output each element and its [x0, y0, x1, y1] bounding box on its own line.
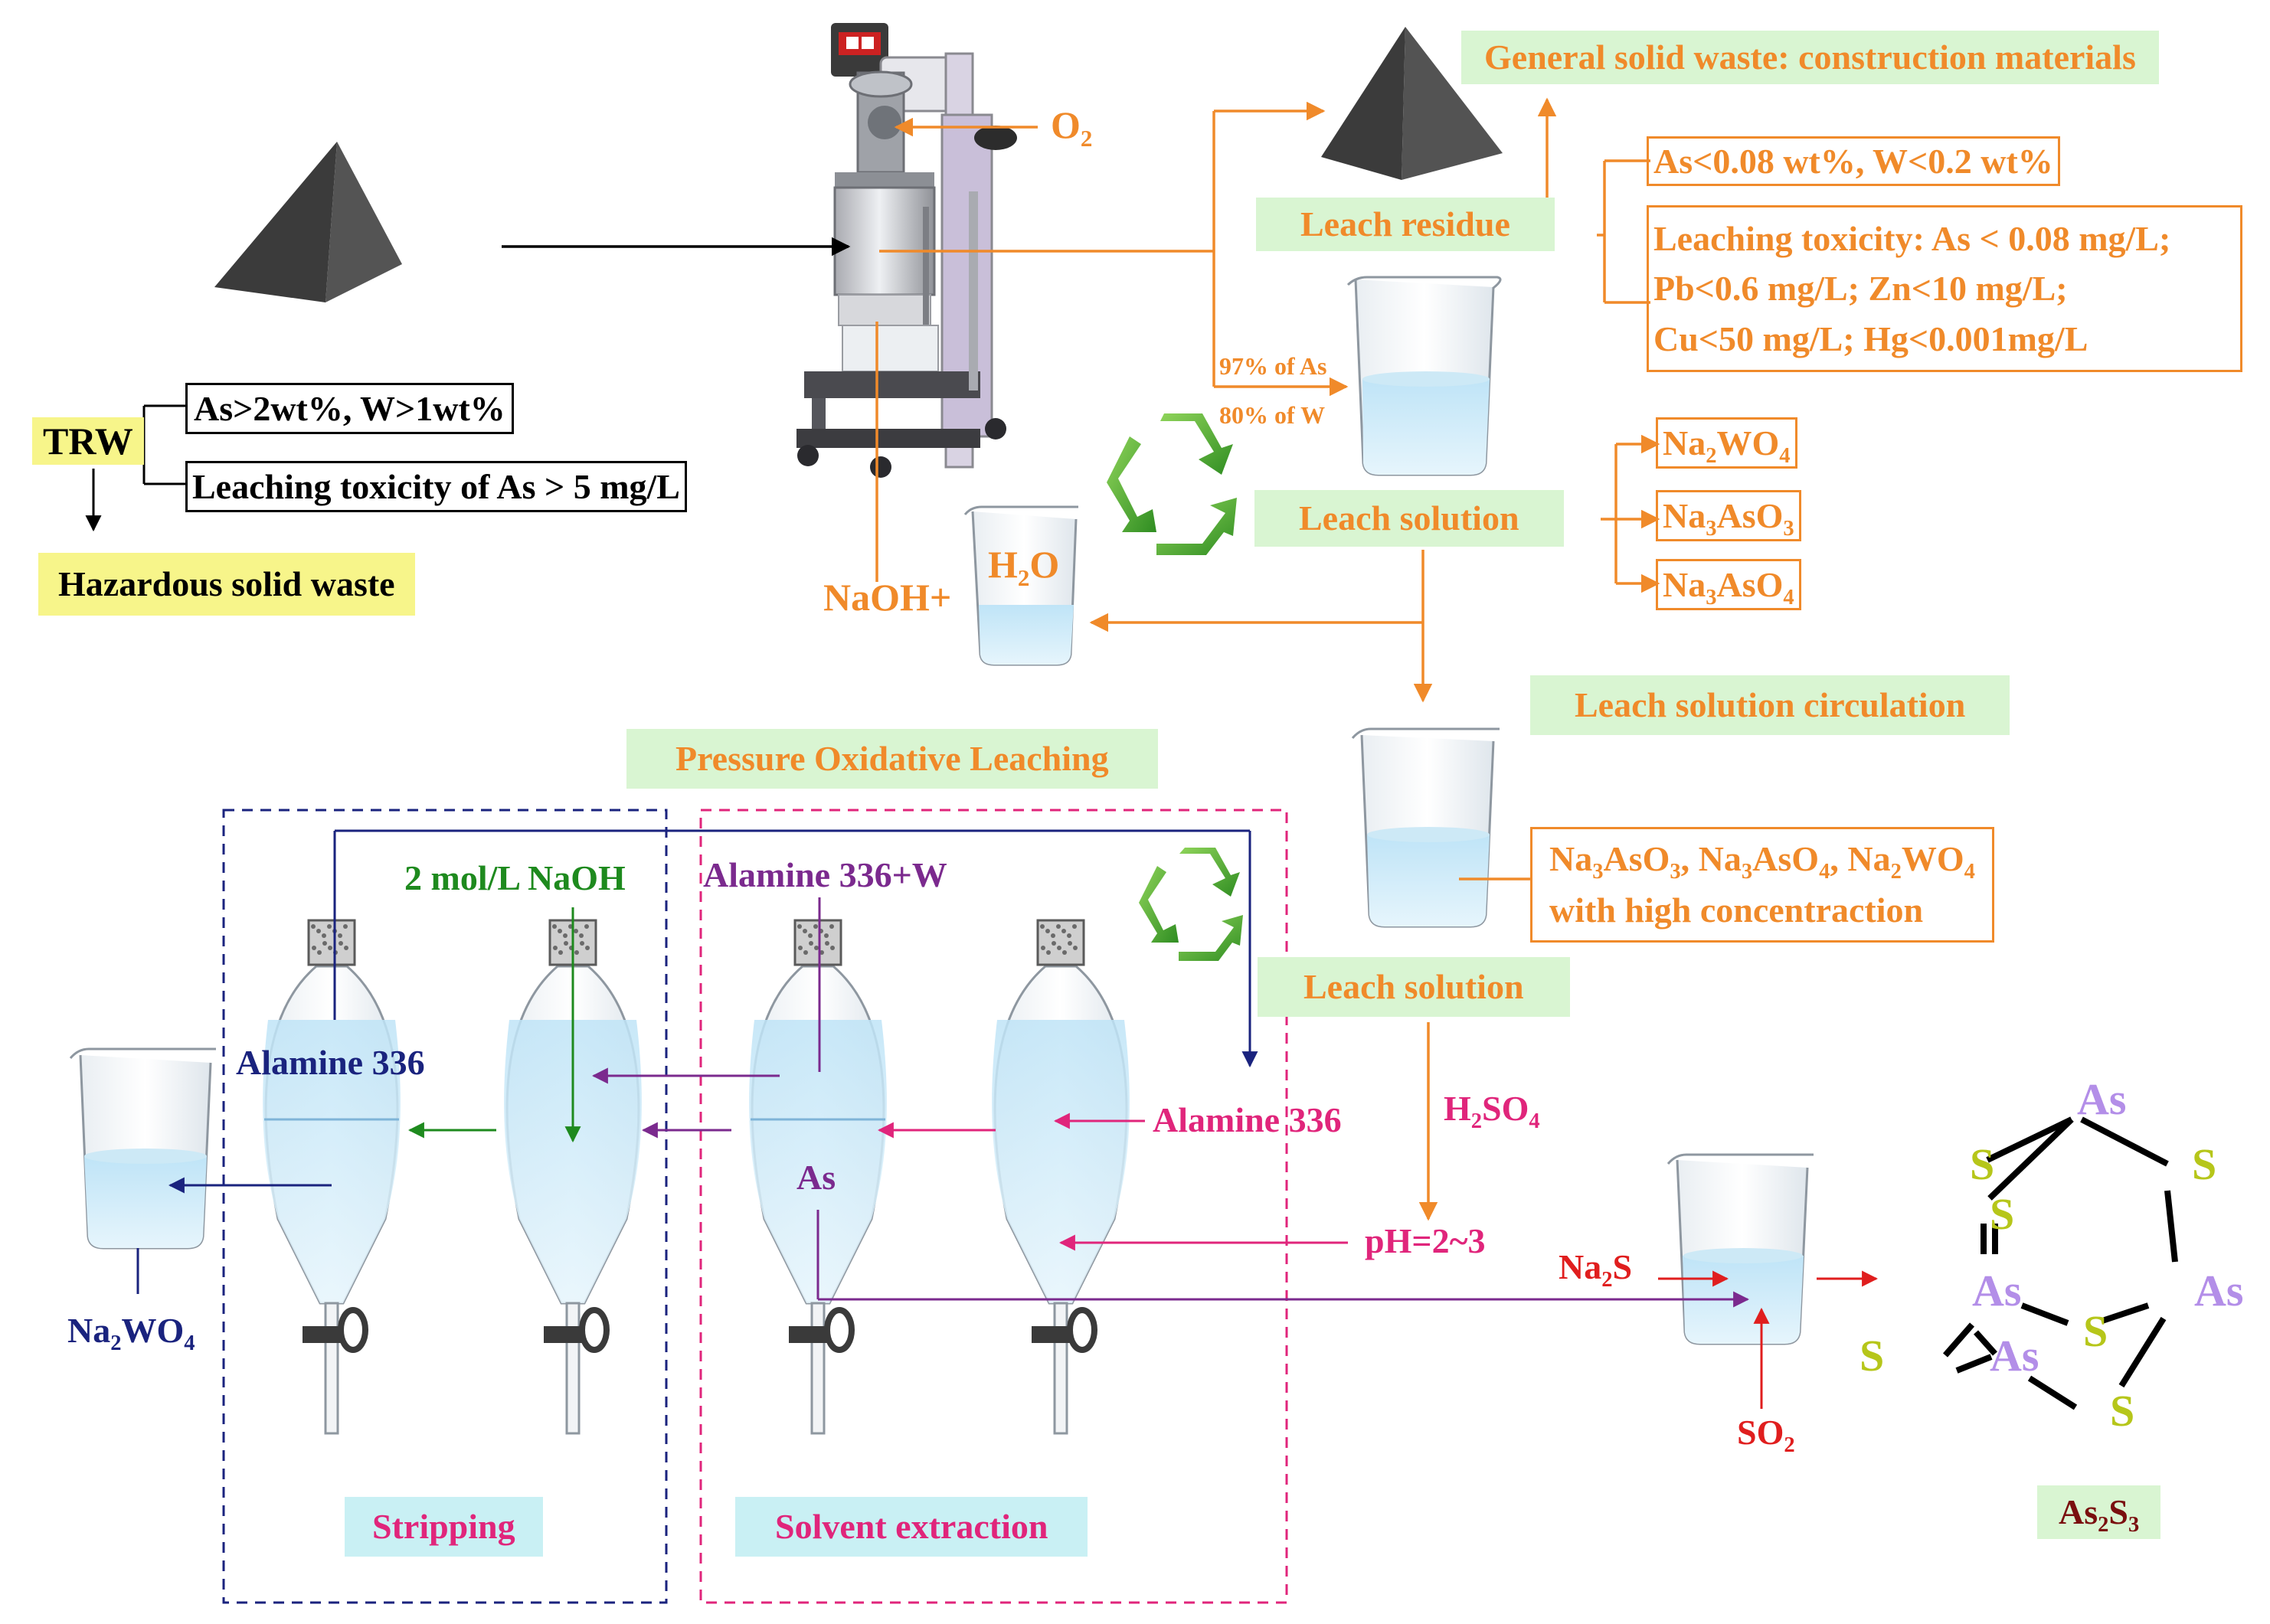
separatory-funnel-icon: [992, 919, 1130, 1435]
so2-label: SO2: [1737, 1413, 1795, 1457]
o2-label: O2: [1051, 103, 1093, 152]
pressure-leaching-label: Pressure Oxidative Leaching: [626, 729, 1158, 789]
purple-lines: [591, 897, 1750, 1308]
molecule-bond: [1955, 1354, 1993, 1374]
recycle-icon-top: [1107, 413, 1237, 555]
leach-solution-branch: [1089, 434, 1660, 703]
trw-pyramid-icon: [214, 142, 402, 302]
leach-residue-label: Leach residue: [1256, 198, 1555, 251]
product-na3aso3-box: Na3AsO3: [1656, 490, 1801, 541]
sulfur-atom: S: [1970, 1139, 1994, 1189]
separatory-funnel-icon: [263, 919, 401, 1435]
ph-label: pH=2~3: [1365, 1221, 1486, 1260]
leach-solution-bottom-label: Leach solution: [1258, 957, 1570, 1017]
h2o-label: H2O: [988, 543, 1060, 591]
naoh-2mol-label: 2 mol/L NaOH: [404, 858, 626, 897]
sulfur-atom: S: [1860, 1331, 1884, 1381]
molecule-bond: [1986, 1116, 2073, 1163]
circulation-beaker-icon: [1351, 727, 1500, 928]
trw-label: TRW: [32, 417, 144, 465]
arsenic-atom: As: [1972, 1266, 2021, 1315]
molecule-bond: [2101, 1302, 2150, 1324]
pct-as-label: 97% of As: [1219, 352, 1327, 380]
concentration-line-2: with high concentraction: [1549, 890, 1924, 930]
molecule-bond: [1987, 1117, 2074, 1201]
circulation-label: Leach solution circulation: [1530, 675, 2010, 735]
leach-beaker-icon: [1346, 276, 1502, 476]
alamine-strip-label: Alamine 336: [236, 1043, 425, 1082]
concentration-box: Na3AsO3, Na3AsO4, Na2WO4 with high conce…: [1530, 827, 1994, 943]
leach-solution-top-label: Leach solution: [1254, 490, 1564, 547]
sulfur-atom: S: [1990, 1189, 2014, 1239]
residue-toxicity-line-3: Cu<50 mg/L; Hg<0.001mg/L: [1653, 319, 2088, 358]
navy-recycle-line: [168, 829, 1258, 1194]
as2s3-label: As2S3: [2037, 1485, 2161, 1539]
pct-w-label: 80% of W: [1219, 401, 1326, 429]
alamine-extract-label: Alamine 336: [1153, 1100, 1342, 1139]
concentration-line-1: Na3AsO3, Na3AsO4, Na2WO4: [1549, 839, 1975, 884]
as-label: As: [796, 1158, 836, 1197]
sulfur-atom: S: [2110, 1386, 2134, 1436]
molecule-bond: [2118, 1316, 2167, 1388]
product-na2wo4-box: Na2WO4: [1656, 417, 1797, 469]
alamine-w-label: Alamine 336+W: [703, 855, 947, 894]
h2so4-label: H2SO4: [1444, 1089, 1540, 1133]
naoh-plus-label: NaOH+: [823, 576, 952, 619]
na2wo4-label: Na2WO4: [67, 1311, 195, 1355]
arsenic-atom: As: [1990, 1331, 2039, 1381]
molecule-bond: [1942, 1322, 1975, 1358]
molecule-bond: [2080, 1116, 2169, 1167]
solvent-extraction-label: Solvent extraction: [735, 1497, 1088, 1557]
molecule-bond: [2020, 1302, 2069, 1326]
residue-brace: [1597, 159, 1650, 304]
arsenic-atom: As: [2077, 1074, 2126, 1124]
na2s-label: Na2S: [1559, 1247, 1633, 1292]
residue-composition-box: As<0.08 wt%, W<0.2 wt%: [1647, 136, 2060, 186]
stripping-label: Stripping: [345, 1497, 543, 1557]
separatory-funnels: [263, 919, 1130, 1435]
pink-lines: [877, 1113, 1348, 1251]
water-beaker-icon: [963, 505, 1078, 666]
molecule-bond: [2027, 1375, 2078, 1410]
molecule-bond: [2164, 1190, 2178, 1263]
tungstate-beaker-icon: [69, 1047, 216, 1250]
recycle-icon-bottom: [1139, 848, 1243, 961]
naoh-strip-line: [407, 907, 581, 1143]
molecule-bond: [1974, 1330, 1997, 1356]
red-lines: [1658, 1270, 1879, 1409]
sulfur-atom: S: [2083, 1306, 2108, 1356]
trw-composition-box: As>2wt%, W>1wt%: [185, 383, 514, 434]
residue-toxicity-line-2: Pb<0.6 mg/L; Zn<10 mg/L;: [1653, 269, 2068, 309]
residue-toxicity-line-1: Leaching toxicity: As < 0.08 mg/L;: [1653, 219, 2171, 258]
residue-pyramid-icon: [1321, 27, 1503, 180]
arsenic-atom: As: [2194, 1266, 2243, 1315]
product-na3aso4-box: Na3AsO4: [1656, 559, 1801, 610]
pressure-reactor-icon: [796, 23, 1017, 478]
sulfide-beaker-icon: [1667, 1153, 1814, 1345]
reactor-outflow-lines: [879, 97, 1557, 397]
residue-toxicity-box: Leaching toxicity: As < 0.08 mg/L; Pb<0.…: [1647, 205, 2242, 372]
general-waste-label: General solid waste: construction materi…: [1461, 31, 2159, 84]
stripping-box: [222, 809, 668, 1604]
trw-toxicity-box: Leaching toxicity of As > 5 mg/L: [185, 461, 687, 512]
sulfur-atom: S: [2192, 1139, 2216, 1189]
separatory-funnel-icon: [749, 919, 887, 1435]
extraction-box: [699, 809, 1288, 1604]
hazardous-label: Hazardous solid waste: [38, 553, 415, 616]
